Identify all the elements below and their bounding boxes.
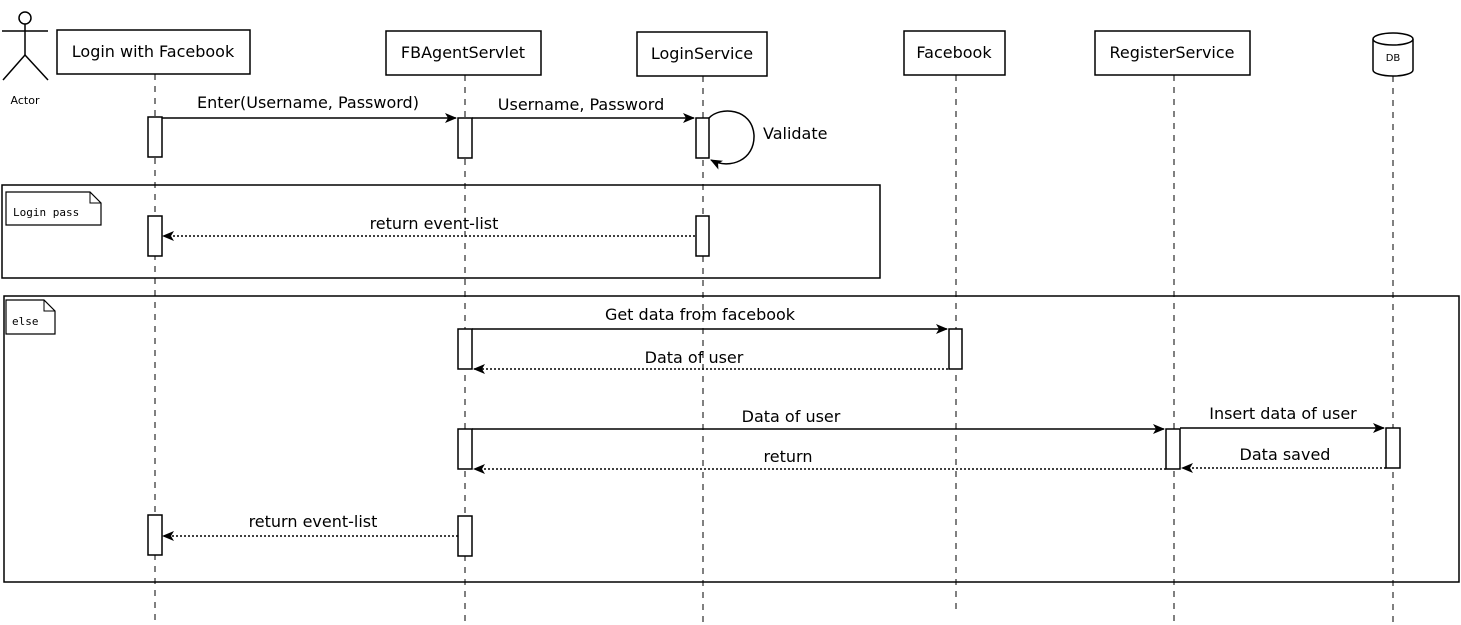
message-insert-data-of-user: Insert data of user <box>1180 404 1385 433</box>
participant-label: DB <box>1386 53 1401 64</box>
participant-registerservice: RegisterService <box>1094 30 1251 76</box>
participant-db: DB <box>1372 32 1414 77</box>
message-username-password: Username, Password <box>472 95 695 123</box>
activation-bar <box>147 116 163 158</box>
activation-bar <box>147 514 163 556</box>
participant-facebook: Facebook <box>903 30 1006 76</box>
message-label: Enter(Username, Password) <box>197 93 419 112</box>
message-label: Get data from facebook <box>605 305 796 324</box>
activation-bar <box>1165 428 1181 470</box>
activation-bar <box>457 328 473 370</box>
activation-bar <box>1385 427 1401 469</box>
message-label: Data of user <box>742 407 841 426</box>
activation-bar <box>457 117 473 159</box>
message-label: Data of user <box>645 348 744 367</box>
participant-label: Login with Facebook <box>72 42 235 61</box>
lifelines <box>154 74 1394 622</box>
message-label: return event-list <box>370 214 499 233</box>
participant-fbagentservlet: FBAgentServlet <box>385 30 542 76</box>
fragment-login-pass: Login pass <box>1 184 881 279</box>
participant-loginservice: LoginService <box>636 31 768 77</box>
message-validate-self: Validate <box>708 110 827 170</box>
activation-bar <box>457 428 473 470</box>
activation-bar <box>948 328 963 370</box>
actor-label: Actor <box>11 94 40 107</box>
message-enter-credentials: Enter(Username, Password) <box>162 93 457 123</box>
fragment-label-login-pass: Login pass <box>13 206 79 219</box>
message-return-event-list-1: return event-list <box>162 214 695 241</box>
actor-figure <box>2 11 49 81</box>
participant-label: LoginService <box>651 44 753 63</box>
database-icon <box>1372 39 1414 77</box>
message-label: return <box>764 447 813 466</box>
message-data-of-user-register: Data of user <box>472 407 1165 434</box>
participant-label: Facebook <box>916 43 992 62</box>
message-return-register: return <box>473 447 1166 474</box>
message-label: Username, Password <box>498 95 664 114</box>
fragment-label-tab <box>5 191 102 226</box>
message-label: Validate <box>763 124 827 143</box>
fragment-label-tab <box>5 299 56 335</box>
message-get-data-from-facebook: Get data from facebook <box>472 305 948 334</box>
message-data-saved: Data saved <box>1181 445 1386 473</box>
participant-label: RegisterService <box>1109 43 1234 62</box>
activation-bar <box>457 515 473 557</box>
participant-login-with-facebook: Login with Facebook <box>56 29 251 75</box>
activation-bar <box>695 215 710 257</box>
message-return-event-list-2: return event-list <box>162 512 458 541</box>
message-label: Insert data of user <box>1209 404 1357 423</box>
fragment-label-else: else <box>12 315 39 328</box>
message-label: Data saved <box>1240 445 1331 464</box>
activations <box>147 116 1401 557</box>
message-label: return event-list <box>249 512 378 531</box>
activation-bar <box>695 117 710 159</box>
activation-bar <box>147 215 163 257</box>
participant-label: FBAgentServlet <box>401 43 525 62</box>
message-data-of-user-reply: Data of user <box>473 348 948 374</box>
fragment-else: else <box>3 295 1460 583</box>
